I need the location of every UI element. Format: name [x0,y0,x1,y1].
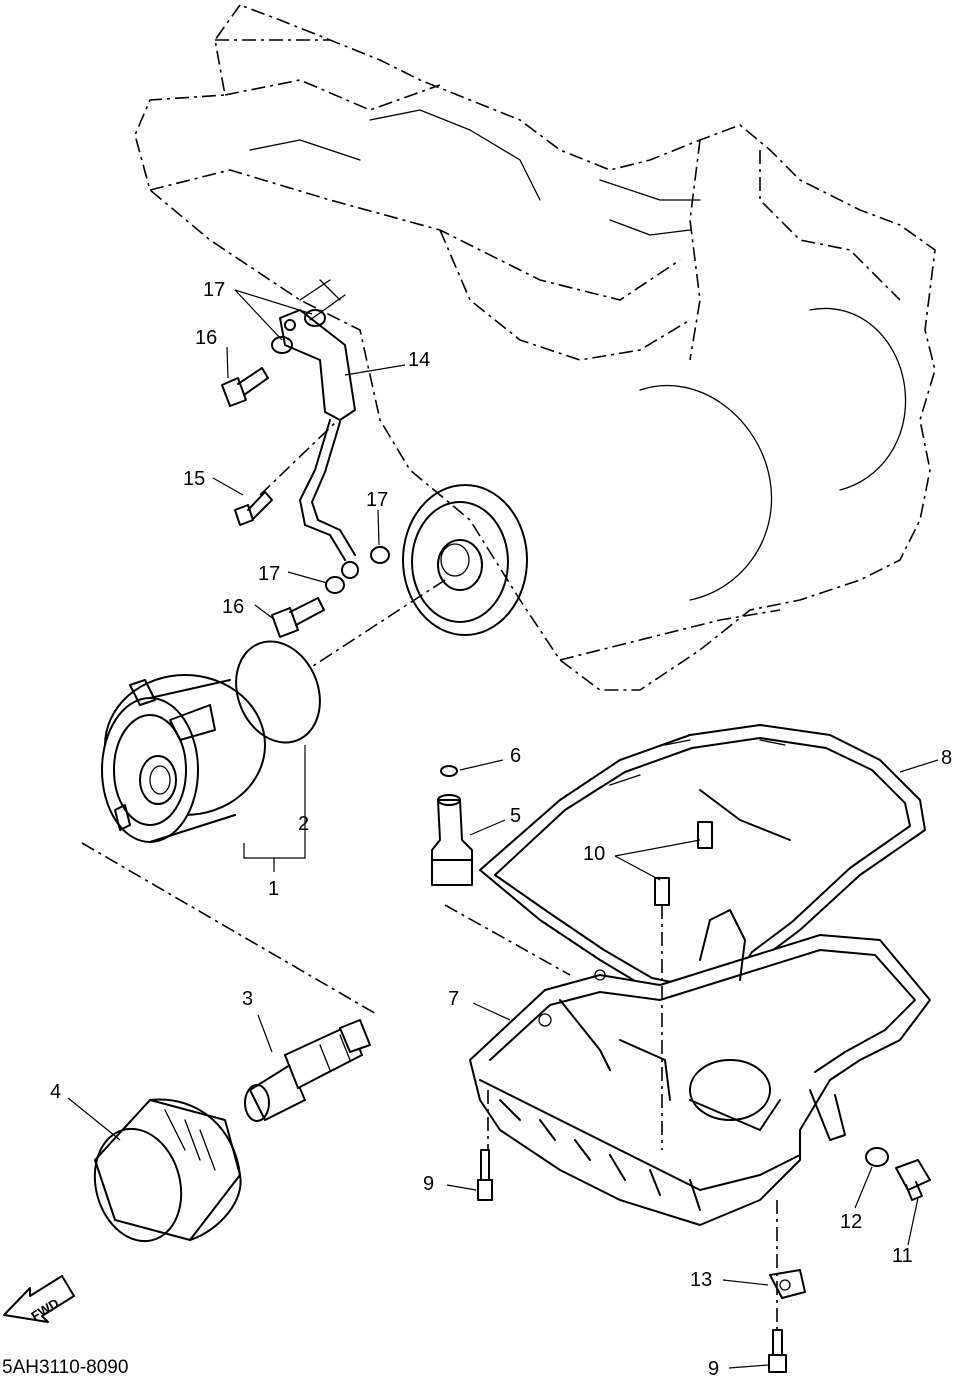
callout-16-upper: 16 [195,327,217,349]
assembly-centerline-filter [309,579,446,669]
bolt-9-left [477,1149,493,1201]
gasket-12 [865,1147,889,1167]
callout-12: 12 [840,1211,862,1233]
callout-17-upper: 17 [203,279,225,301]
callout-7: 7 [448,988,459,1010]
callout-4: 4 [50,1081,61,1103]
callout-15: 15 [183,468,205,490]
callout-13: 13 [690,1269,712,1291]
callout-17-lower-right: 17 [366,489,388,511]
oil-strainer-pipe [431,794,473,886]
callout-2: 2 [298,813,309,835]
callout-8: 8 [941,747,952,769]
fwd-arrow-icon: FWD [3,1275,75,1324]
oil-pan [469,909,931,1226]
oil-cooler [101,674,266,843]
callout-5: 5 [510,805,521,827]
dowel-pins-10 [654,821,713,906]
washer-17-lower-a [325,576,345,594]
union-bolt-16-lower [271,597,325,638]
union-bolt-3 [244,1019,371,1122]
callout-10: 10 [583,843,605,865]
callout-17-lower-left: 17 [258,563,280,585]
callout-9-bottom: 9 [708,1358,719,1378]
callout-1: 1 [268,878,279,900]
callout-6: 6 [510,745,521,767]
bolt-9-bottom [768,1329,787,1373]
washer-17-upper-a [271,336,293,354]
o-ring [235,640,321,744]
drain-bolt-11 [895,1159,931,1201]
callout-9-left: 9 [423,1173,434,1195]
centerline-strainer [444,904,571,976]
callout-14: 14 [408,349,430,371]
centerline-pipe-bolt [259,419,339,496]
o-ring-6 [440,765,458,777]
engine-filter-boss [402,484,528,636]
washer-17-upper-b [304,309,326,327]
diagram-code: 5AH3110-8090 [2,1357,128,1378]
callout-16-lower: 16 [222,596,244,618]
bolt-15 [234,491,273,526]
leader-lines [67,289,939,1369]
union-bolt-16-upper [221,367,269,407]
engine-block-outline [134,4,936,691]
oil-filter [93,1098,242,1243]
oil-pipe-bracket [279,279,359,579]
washer-17-lower-b [370,546,390,564]
centerline-cooler-union [81,842,379,1016]
callout-11: 11 [892,1245,913,1267]
clamp-13 [769,1269,806,1299]
callout-3: 3 [242,988,253,1010]
